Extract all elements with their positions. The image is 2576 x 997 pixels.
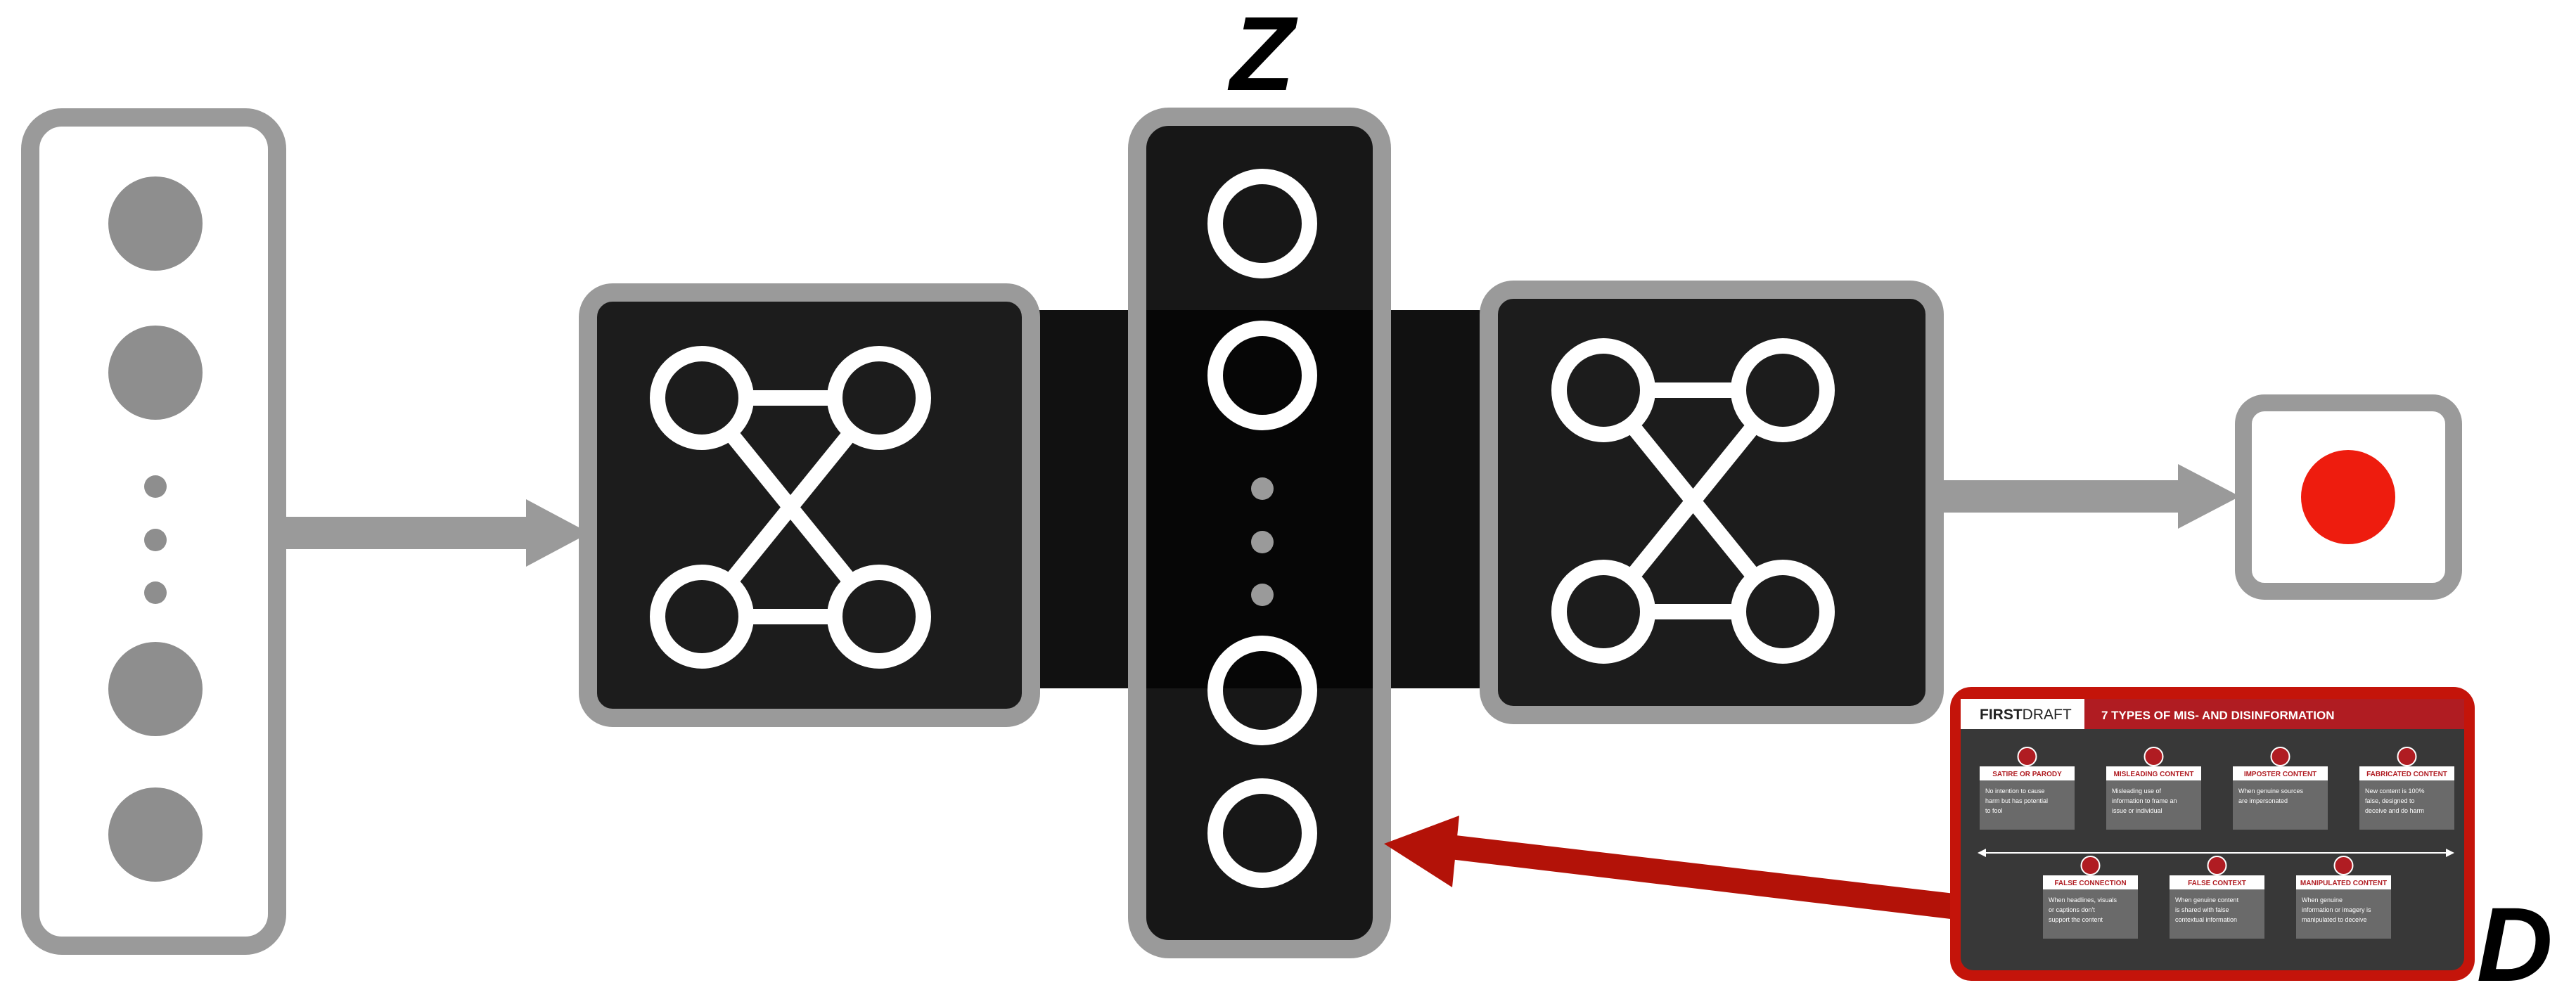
input-node — [108, 326, 203, 420]
type-card: FALSE CONNECTION When headlines, visuals o… — [2043, 856, 2138, 939]
scissors-icon — [2333, 856, 2354, 875]
type-card-header — [2359, 766, 2454, 780]
type-card-header — [1980, 766, 2075, 780]
ellipsis-dot — [1251, 531, 1274, 553]
decoder-node — [1551, 338, 1655, 442]
type-name: MANIPULATED CONTENT — [2300, 880, 2387, 887]
flag-icon — [2144, 747, 2164, 766]
disinfo-label: D — [2477, 885, 2553, 997]
decoder-node — [1731, 338, 1835, 442]
input-node — [108, 176, 203, 271]
type-card-body — [2170, 889, 2264, 939]
encoder-block — [579, 283, 1040, 727]
type-description-line: or captions don't — [2049, 906, 2095, 913]
latent-node — [1207, 778, 1317, 888]
not-equal-icon — [2080, 856, 2101, 875]
decoder-frame — [1480, 281, 1944, 724]
ellipsis-dot — [144, 581, 167, 604]
type-description-line: manipulated to deceive — [2302, 916, 2367, 923]
type-cards: SATIRE OR PARODY No intention to cause har… — [1980, 747, 2454, 939]
type-description-line: Misleading use of — [2112, 787, 2162, 795]
type-name: FABRICATED CONTENT — [2366, 771, 2447, 778]
infographic-title: 7 TYPES OF MIS- AND DISINFORMATION — [2101, 709, 2335, 722]
disinfo-to-latent-arrow — [1384, 816, 1961, 920]
ellipsis-dot — [144, 475, 167, 498]
type-description-line: No intention to cause — [1985, 787, 2045, 795]
brand-light: DRAFT — [2023, 707, 2072, 723]
type-description-line: false, designed to — [2365, 797, 2415, 804]
type-card-body — [1980, 780, 2075, 830]
decoder-node — [1731, 560, 1835, 664]
brand-bold: FIRST — [1980, 707, 2023, 723]
encoder-frame — [579, 283, 1040, 727]
type-card-body — [2106, 780, 2201, 830]
badge-icon — [2270, 747, 2290, 766]
brand-box — [1961, 699, 2084, 729]
decoder-block — [1480, 281, 1944, 724]
type-description-line: are impersonated — [2238, 797, 2288, 804]
type-card-body — [2359, 780, 2454, 830]
type-name: IMPOSTER CONTENT — [2244, 771, 2317, 778]
screen-icon — [2207, 856, 2227, 875]
output-layer — [2235, 394, 2462, 600]
mask-icon — [2017, 747, 2037, 766]
type-description-line: When headlines, visuals — [2049, 896, 2117, 903]
latent-label: Z — [1227, 0, 1298, 112]
decoder-to-output-arrow — [1939, 464, 2240, 529]
ellipsis-dot — [144, 529, 167, 551]
type-description-line: information or imagery is — [2302, 906, 2371, 913]
type-description-line: deceive and do harm — [2365, 807, 2424, 814]
type-card: MANIPULATED CONTENT When genuine informati… — [2296, 856, 2391, 939]
type-name: MISLEADING CONTENT — [2114, 771, 2194, 778]
encoder-node — [650, 565, 754, 669]
input-node — [108, 642, 203, 736]
disinfo-infographic: FIRSTDRAFT 7 TYPES OF MIS- AND DISINFORM… — [1950, 687, 2475, 981]
type-name: SATIRE OR PARODY — [1992, 771, 2062, 778]
encoder-node — [827, 346, 931, 450]
input-node — [108, 787, 203, 882]
type-card: MISLEADING CONTENT Misleading use of infor… — [2106, 747, 2201, 830]
decoder-node — [1551, 560, 1655, 664]
type-description-line: support the content — [2049, 916, 2103, 923]
brand-logo: FIRSTDRAFT — [1980, 707, 2072, 723]
type-card-body — [2233, 780, 2328, 830]
type-description-line: harm but has potential — [1985, 797, 2048, 804]
type-card-body — [2296, 889, 2391, 939]
input-layer — [21, 108, 286, 955]
type-description-line: contextual information — [2175, 916, 2237, 923]
type-description-line: issue or individual — [2112, 807, 2162, 814]
output-node — [2301, 450, 2395, 544]
latent-node — [1207, 636, 1317, 745]
type-description-line: is shared with false — [2175, 906, 2229, 913]
type-card-header — [2170, 875, 2264, 889]
encoder-node — [827, 565, 931, 669]
type-card: IMPOSTER CONTENT When genuine sources are … — [2233, 747, 2328, 830]
type-description-line: When genuine sources — [2238, 787, 2304, 795]
latent-node — [1207, 169, 1317, 278]
type-card: SATIRE OR PARODY No intention to cause har… — [1980, 747, 2075, 830]
type-card-header — [2043, 875, 2138, 889]
encoder-node — [650, 346, 754, 450]
input-to-encoder-arrow — [280, 499, 589, 567]
ellipsis-dot — [1251, 477, 1274, 500]
type-card-body — [2043, 889, 2138, 939]
type-description-line: New content is 100% — [2365, 787, 2425, 795]
type-card-header — [2296, 875, 2391, 889]
type-card: FABRICATED CONTENT New content is 100% fal… — [2359, 747, 2454, 830]
type-name: FALSE CONTEXT — [2188, 880, 2246, 887]
type-name: FALSE CONNECTION — [2054, 880, 2126, 887]
type-description-line: information to frame an — [2112, 797, 2177, 804]
type-description-line: to fool — [1985, 807, 2003, 814]
type-description-line: When genuine content — [2175, 896, 2239, 903]
latent-node — [1207, 321, 1317, 430]
type-card: FALSE CONTEXT When genuine content is shar… — [2170, 856, 2264, 939]
type-description-line: When genuine — [2302, 896, 2343, 903]
type-card-header — [2106, 766, 2201, 780]
warning-icon — [2397, 747, 2417, 766]
type-card-header — [2233, 766, 2328, 780]
ellipsis-dot — [1251, 584, 1274, 606]
latent-layer — [1128, 108, 1391, 958]
